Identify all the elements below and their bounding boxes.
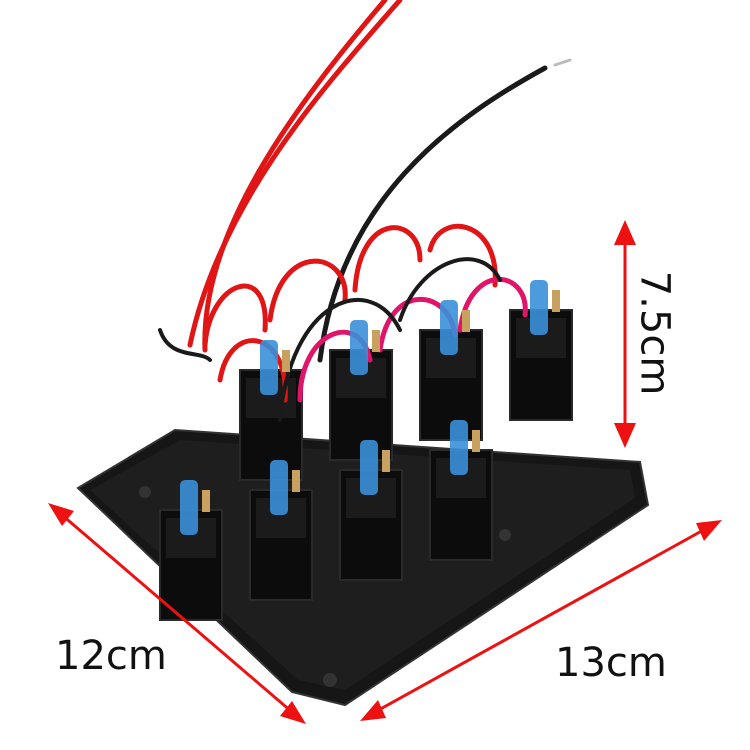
connector <box>350 320 368 375</box>
terminal <box>282 350 290 372</box>
terminal <box>472 430 480 452</box>
terminal <box>382 450 390 472</box>
connector <box>450 420 468 475</box>
terminal <box>372 330 380 352</box>
screw-hole <box>139 486 151 498</box>
connector <box>270 460 288 515</box>
depth-label: 12cm <box>55 633 167 679</box>
screw-hole <box>323 673 337 687</box>
height-label: 7.5cm <box>631 270 678 396</box>
connector <box>260 340 278 395</box>
connector <box>180 480 198 535</box>
terminal <box>202 490 210 512</box>
switch-grid <box>159 309 573 621</box>
connector <box>360 440 378 495</box>
wires <box>158 0 572 422</box>
dimension-arrows <box>48 220 722 724</box>
terminal <box>552 290 560 312</box>
connectors <box>180 280 560 535</box>
connector <box>530 280 548 335</box>
screw-hole <box>499 529 511 541</box>
terminal <box>292 470 300 492</box>
terminal <box>462 310 470 332</box>
width-label: 13cm <box>555 640 667 686</box>
connector <box>440 300 458 355</box>
